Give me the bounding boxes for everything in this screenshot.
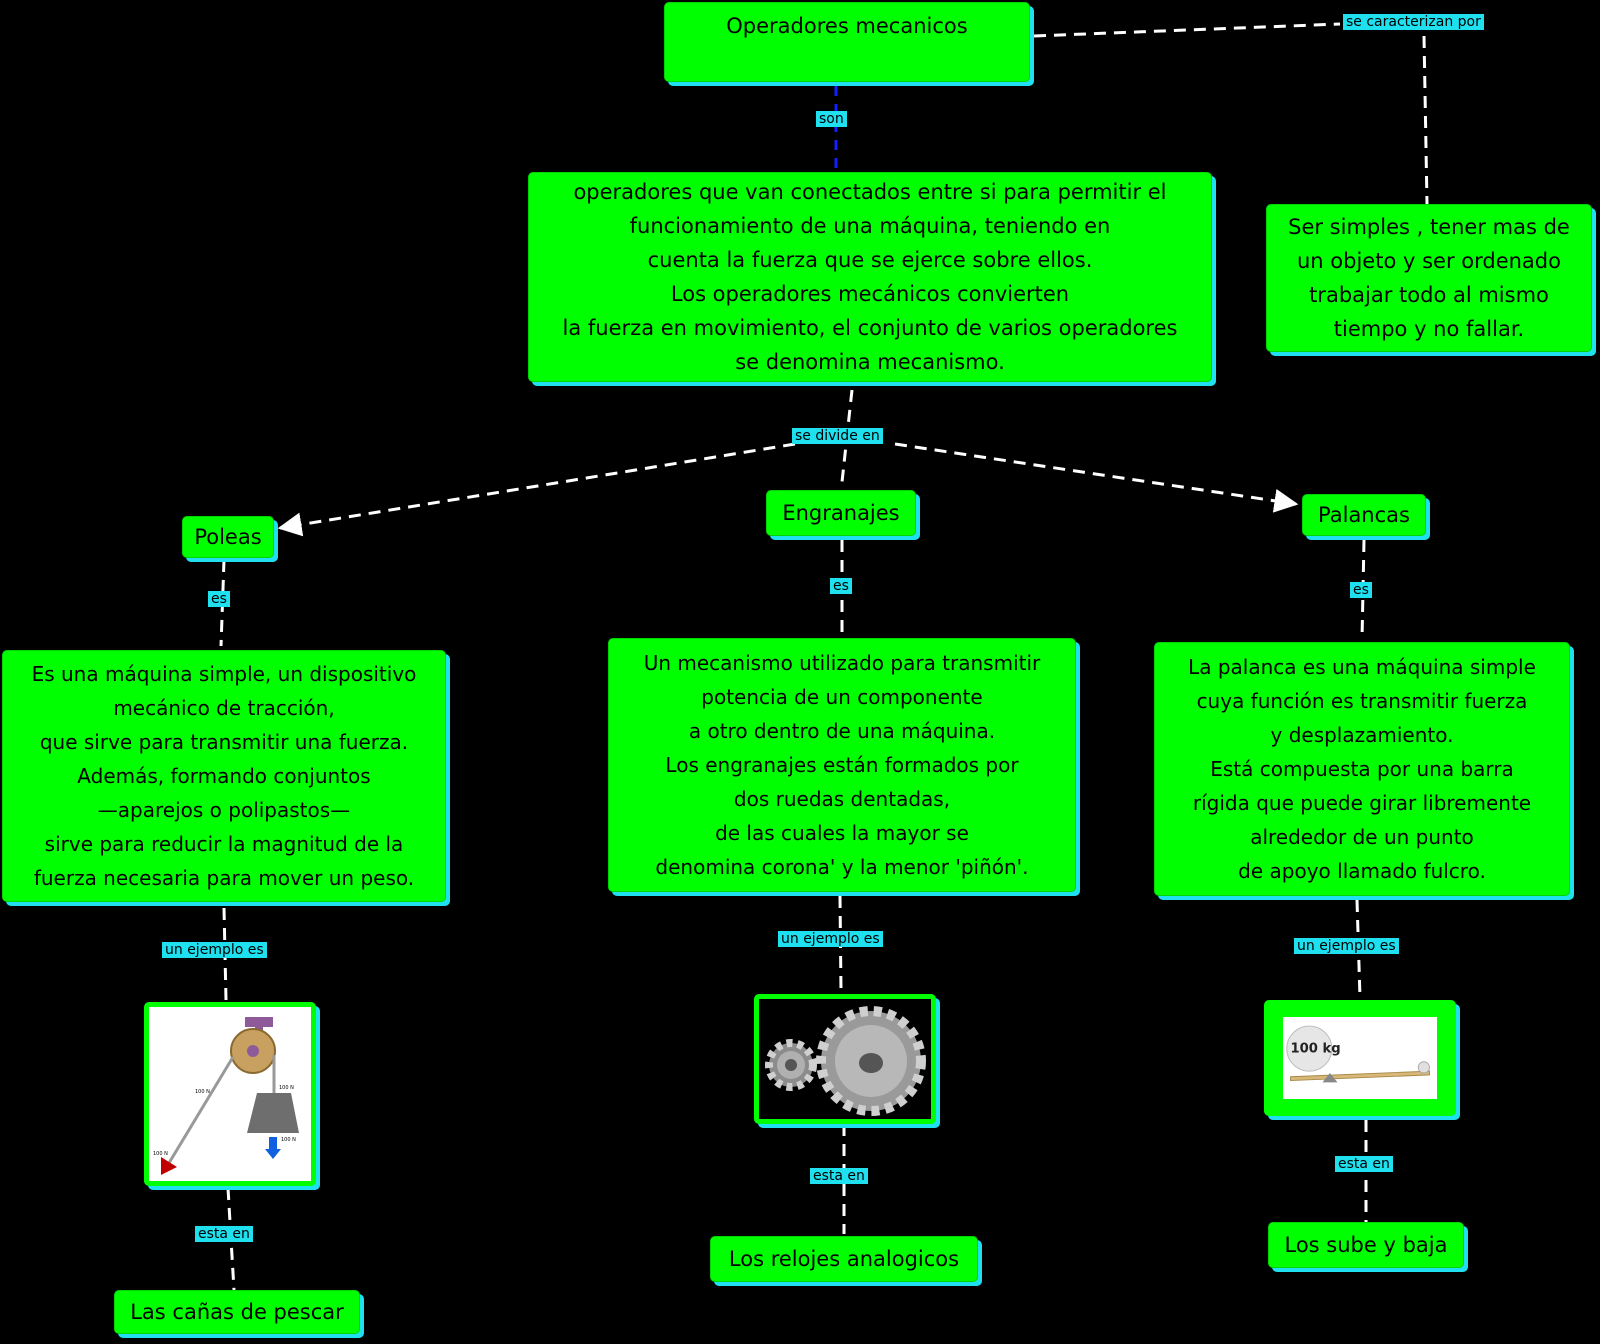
label-se-divide-en: se divide en — [792, 428, 883, 444]
node-poleas-location-text: Las cañas de pescar — [130, 1300, 344, 1324]
label-son: son — [816, 111, 847, 127]
node-poleas-description-text: Es una máquina simple, un dispositivo me… — [31, 662, 417, 890]
node-palancas-title: Palancas — [1318, 503, 1410, 527]
node-root-text: Operadores mecanicos — [726, 14, 968, 38]
label-un-ejemplo-es-palancas: un ejemplo es — [1294, 938, 1399, 954]
node-engranajes-description[interactable]: Un mecanismo utilizado para transmitir p… — [608, 638, 1076, 892]
lever-weight-label: 100 kg — [1291, 1041, 1341, 1056]
node-poleas-description[interactable]: Es una máquina simple, un dispositivo me… — [2, 650, 446, 902]
node-definition-text: operadores que van conectados entre si p… — [562, 180, 1178, 374]
label-un-ejemplo-es-poleas: un ejemplo es — [162, 942, 267, 958]
link-characteristics-down — [1422, 35, 1429, 205]
node-root[interactable]: Operadores mecanicos — [664, 2, 1030, 82]
node-definition[interactable]: operadores que van conectados entre si p… — [528, 172, 1212, 382]
label-esta-en-engranajes: esta en — [810, 1168, 868, 1184]
pulley-force-label-3: 100 N — [281, 1137, 296, 1143]
pulley-force-label-4: 100 N — [153, 1151, 168, 1157]
pulley-force-label-1: 100 N — [195, 1089, 210, 1095]
node-poleas-title: Poleas — [194, 525, 262, 549]
node-poleas-image[interactable]: 100 N 100 N 100 N 100 N — [144, 1002, 316, 1186]
node-engranajes-description-text: Un mecanismo utilizado para transmitir p… — [643, 651, 1041, 879]
pulley-image: 100 N 100 N 100 N 100 N — [149, 1007, 311, 1181]
label-es-engranajes: es — [830, 578, 852, 594]
pulley-force-label-2: 100 N — [279, 1085, 294, 1091]
label-esta-en-poleas: esta en — [195, 1226, 253, 1242]
label-es-poleas: es — [208, 591, 230, 607]
node-palancas-location-text: Los sube y baja — [1284, 1233, 1448, 1257]
node-palancas-description[interactable]: La palanca es una máquina simple cuya fu… — [1154, 642, 1570, 896]
node-engranajes-location-text: Los relojes analogicos — [728, 1247, 960, 1271]
node-engranajes-image[interactable] — [754, 994, 936, 1124]
node-palancas-description-text: La palanca es una máquina simple cuya fu… — [1188, 655, 1536, 883]
node-palancas-image[interactable]: 100 kg — [1264, 1000, 1456, 1116]
link-root-characteristics — [1033, 22, 1341, 38]
node-palancas-location[interactable]: Los sube y baja — [1268, 1222, 1464, 1268]
node-engranajes-location[interactable]: Los relojes analogicos — [710, 1236, 978, 1282]
node-characteristics[interactable]: Ser simples , tener mas de un objeto y s… — [1266, 204, 1592, 352]
arrow-to-palancas — [894, 442, 1299, 513]
node-poleas-location[interactable]: Las cañas de pescar — [114, 1290, 360, 1334]
lever-image: 100 kg — [1269, 1005, 1451, 1111]
node-engranajes-title: Engranajes — [782, 501, 900, 525]
node-characteristics-text: Ser simples , tener mas de un objeto y s… — [1288, 215, 1570, 341]
gears-image — [759, 999, 931, 1119]
node-palancas[interactable]: Palancas — [1302, 494, 1426, 536]
label-se-caracterizan-por: se caracterizan por — [1343, 14, 1484, 30]
arrow-to-poleas — [277, 442, 796, 537]
label-es-palancas: es — [1350, 582, 1372, 598]
label-esta-en-palancas: esta en — [1335, 1156, 1393, 1172]
node-engranajes[interactable]: Engranajes — [766, 490, 916, 536]
label-un-ejemplo-es-engranajes: un ejemplo es — [778, 931, 883, 947]
node-poleas[interactable]: Poleas — [182, 516, 274, 558]
